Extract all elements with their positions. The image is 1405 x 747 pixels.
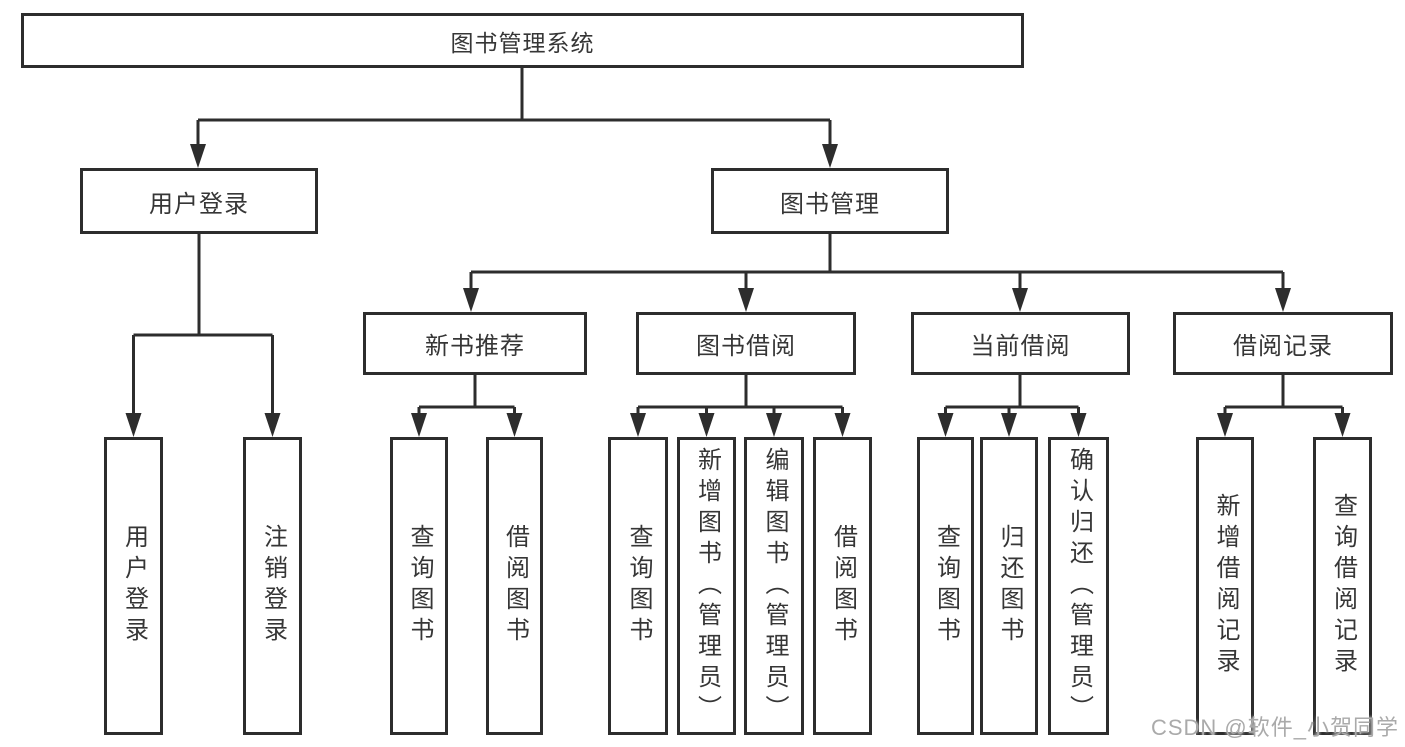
leaf-label: 查询图书	[625, 524, 652, 648]
connector-user-login	[132, 234, 274, 413]
leaf-add-books-admin: 新增图书（管理员）	[677, 437, 736, 735]
leaf-label: 新增借阅记录	[1212, 493, 1239, 679]
leaf-label: 借阅图书	[501, 524, 529, 648]
watermark: CSDN @软件_小贺同学	[1150, 715, 1399, 740]
leaf-borrow-books-recommend: 借阅图书	[486, 437, 543, 735]
leaf-label: 查询借阅记录	[1329, 493, 1357, 679]
node-current-borrow: 当前借阅	[911, 312, 1130, 375]
node-borrow-records: 借阅记录	[1173, 312, 1393, 375]
leaf-query-books-current: 查询图书	[917, 437, 974, 735]
node-book-borrow: 图书借阅	[636, 312, 856, 375]
leaf-label: 借阅图书	[829, 524, 857, 648]
connector-borrow-records	[1223, 375, 1344, 415]
connector-book-management	[469, 234, 1285, 290]
node-book-management: 图书管理	[711, 168, 949, 234]
connector-new-book-recommend	[417, 375, 516, 415]
leaf-label: 归还图书	[996, 524, 1023, 648]
leaf-label: 注销登录	[259, 524, 287, 648]
arrowheads-new-book-recommend	[411, 413, 523, 437]
leaf-edit-books-admin: 编辑图书（管理员）	[744, 437, 804, 735]
leaf-user-login: 用户登录	[104, 437, 163, 735]
leaf-borrow-books: 借阅图书	[813, 437, 872, 735]
connector-root	[196, 68, 832, 146]
node-library-management-system: 图书管理系统	[21, 13, 1024, 68]
leaf-label: 用户登录	[120, 524, 148, 648]
leaf-query-books-recommend: 查询图书	[390, 437, 448, 735]
leaf-return-books: 归还图书	[980, 437, 1038, 735]
leaf-query-books-borrow: 查询图书	[608, 437, 668, 735]
leaf-add-borrow-record: 新增借阅记录	[1196, 437, 1254, 735]
leaf-label: 查询图书	[932, 524, 960, 648]
arrowheads-borrow-records	[1217, 413, 1351, 437]
arrowheads-current-borrow	[937, 413, 1087, 437]
leaf-label: 新增图书（管理员）	[693, 446, 721, 726]
node-new-book-recommend: 新书推荐	[363, 312, 587, 375]
connector-current-borrow	[944, 375, 1080, 415]
connector-book-borrow	[636, 375, 844, 415]
leaf-confirm-return-admin: 确认归还（管理员）	[1048, 437, 1109, 735]
leaf-label: 确认归还（管理员）	[1065, 446, 1093, 726]
arrowheads-book-borrow	[630, 413, 851, 437]
node-user-login: 用户登录	[80, 168, 318, 234]
arrowheads-root	[190, 144, 838, 168]
arrowheads-user-login	[125, 413, 281, 437]
leaf-label: 查询图书	[406, 524, 433, 648]
leaf-query-borrow-record: 查询借阅记录	[1313, 437, 1372, 735]
leaf-logout-login: 注销登录	[243, 437, 302, 735]
leaf-label: 编辑图书（管理员）	[761, 446, 788, 726]
arrowheads-book-management	[463, 288, 1291, 312]
